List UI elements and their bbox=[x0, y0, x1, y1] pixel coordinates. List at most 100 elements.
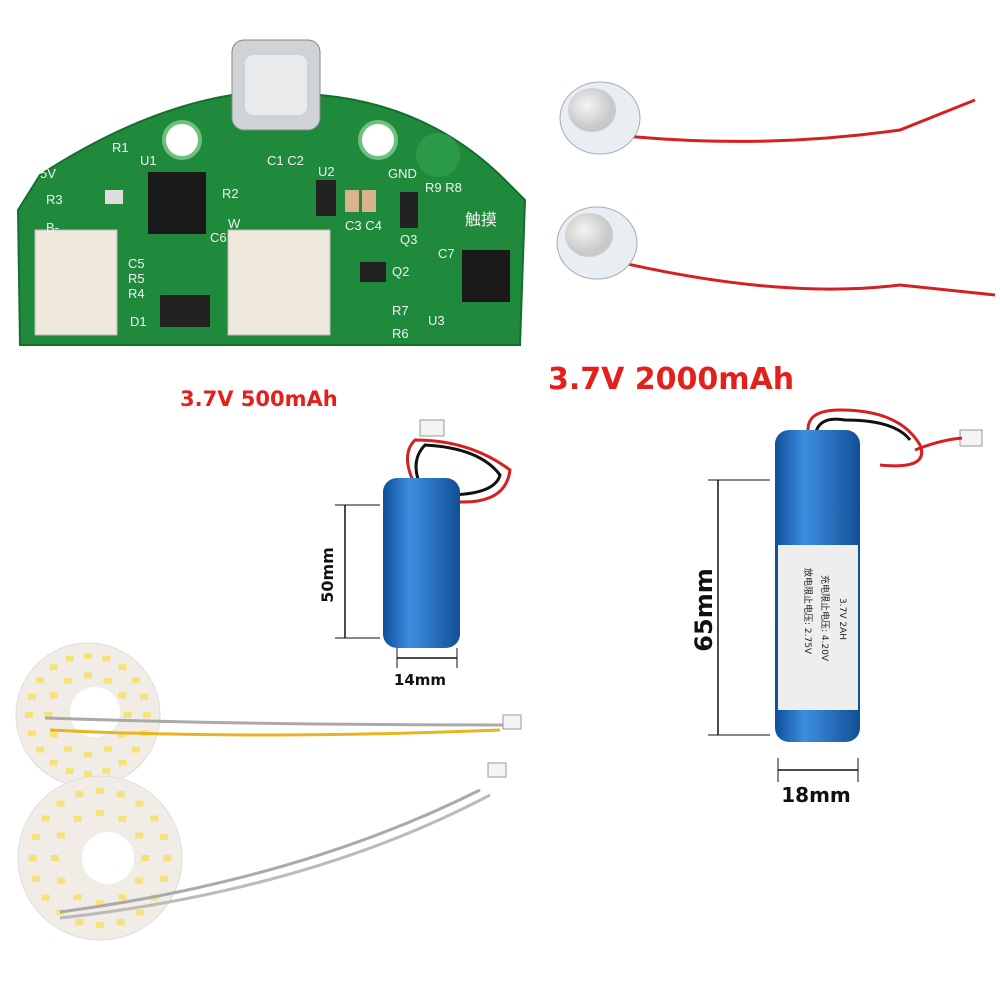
led-chip bbox=[56, 877, 65, 884]
led-chip bbox=[32, 875, 41, 882]
led-chip bbox=[65, 768, 74, 775]
ic-u1 bbox=[148, 172, 206, 234]
led-chip bbox=[44, 712, 53, 718]
caption-large-battery: 3.7V 2000mAh bbox=[548, 362, 794, 397]
silk-touch: 触摸 bbox=[465, 211, 497, 229]
connector-left bbox=[34, 229, 118, 336]
led-chip bbox=[135, 877, 144, 884]
led-boards bbox=[15, 642, 522, 941]
led-chip bbox=[49, 692, 58, 699]
silk-d1: D1 bbox=[130, 314, 147, 329]
silk-c5: C5 bbox=[128, 256, 145, 271]
led-chip bbox=[49, 759, 58, 766]
led-chip bbox=[163, 855, 172, 861]
silk-c3c4: C3 C4 bbox=[345, 218, 382, 233]
led-chip bbox=[135, 800, 144, 807]
silk-q2: Q2 bbox=[392, 264, 409, 279]
led-chip bbox=[135, 909, 144, 916]
led-chip bbox=[118, 731, 127, 738]
led-chip bbox=[116, 918, 125, 925]
silk-r1: R1 bbox=[112, 140, 129, 155]
silk-r7: R7 bbox=[392, 303, 409, 318]
led-chip bbox=[118, 759, 127, 766]
silk-c6: C6 bbox=[210, 230, 227, 245]
led-chip bbox=[102, 655, 111, 662]
dim-large-width: 18mm bbox=[781, 783, 851, 807]
ic-u3 bbox=[462, 250, 510, 302]
small-battery: 50mm 14mm bbox=[318, 419, 512, 689]
led-chip bbox=[75, 791, 84, 798]
led-chip bbox=[103, 746, 112, 753]
led-chip bbox=[96, 922, 104, 929]
led-chip bbox=[118, 664, 127, 671]
led-chip bbox=[103, 677, 112, 684]
led-chip bbox=[50, 855, 59, 861]
led-chip bbox=[36, 746, 45, 753]
led-chip bbox=[32, 834, 41, 841]
silk-u3: U3 bbox=[428, 313, 445, 328]
led-chip bbox=[27, 693, 36, 700]
led-chip bbox=[141, 855, 150, 861]
silk-r6: R6 bbox=[392, 326, 409, 341]
led-chip bbox=[131, 746, 140, 753]
led-chip bbox=[116, 791, 125, 798]
dim-small-height: 50mm bbox=[318, 547, 337, 603]
led-chip bbox=[84, 672, 92, 679]
led-chip bbox=[118, 815, 127, 822]
led-chip bbox=[27, 730, 36, 737]
silk-c1c2: C1 C2 bbox=[267, 153, 304, 168]
led-chip bbox=[65, 655, 74, 662]
led-chip bbox=[159, 875, 168, 882]
led-chip bbox=[159, 834, 168, 841]
silk-r4: R4 bbox=[128, 286, 145, 301]
led-chip bbox=[96, 787, 104, 794]
led-chip bbox=[135, 832, 144, 839]
touch-sensors bbox=[556, 81, 996, 297]
led-chip bbox=[56, 832, 65, 839]
led-chip bbox=[140, 693, 149, 700]
large-battery: 3.7V 2AH 充电限止电压: 4.20V 放电限止电压: 2.75V 65m… bbox=[690, 408, 983, 807]
led-chip bbox=[73, 894, 82, 901]
led-chip bbox=[49, 664, 58, 671]
led-chip bbox=[24, 712, 33, 718]
led-chip bbox=[41, 894, 50, 901]
led-chip bbox=[36, 677, 45, 684]
led-chip bbox=[102, 768, 111, 775]
silk-c7: C7 bbox=[438, 246, 455, 261]
led-chip bbox=[56, 800, 65, 807]
label-line-2: 充电限止电压: 4.20V bbox=[819, 575, 831, 662]
silk-u2: U2 bbox=[318, 164, 335, 179]
dim-large-height: 65mm bbox=[690, 568, 718, 651]
led-chip bbox=[75, 918, 84, 925]
silk-w: W bbox=[228, 216, 241, 231]
silk-r9r8: R9 R8 bbox=[425, 180, 462, 195]
led-chip bbox=[96, 900, 104, 907]
silk-q3: Q3 bbox=[400, 232, 417, 247]
silk-u1: U1 bbox=[140, 153, 157, 168]
silk-gnd: GND bbox=[388, 166, 417, 181]
led-chip bbox=[143, 712, 152, 718]
led-chip bbox=[150, 815, 159, 822]
pcb-board: 5V R1 U1 R3 B- R2 C1 C2 U2 GND R9 R8 触摸 … bbox=[16, 39, 527, 346]
led-chip bbox=[64, 677, 73, 684]
silk-r2: R2 bbox=[222, 186, 239, 201]
dim-small-width: 14mm bbox=[394, 671, 446, 689]
label-line-1: 3.7V 2AH bbox=[837, 598, 847, 640]
led-chip bbox=[96, 809, 104, 816]
label-line-3: 放电限止电压: 2.75V bbox=[802, 568, 814, 655]
silk-b: B- bbox=[46, 220, 59, 235]
led-chip bbox=[118, 894, 127, 901]
led-chip bbox=[41, 815, 50, 822]
silk-r3: R3 bbox=[46, 192, 63, 207]
led-chip bbox=[28, 855, 37, 861]
led-chip bbox=[84, 652, 92, 659]
caption-small-battery: 3.7V 500mAh bbox=[180, 387, 338, 411]
led-chip bbox=[84, 751, 92, 758]
led-chip bbox=[73, 815, 82, 822]
connector-center bbox=[227, 229, 331, 336]
led-chip bbox=[84, 771, 92, 778]
led-chip bbox=[123, 712, 132, 718]
led-chip bbox=[49, 731, 58, 738]
led-chip bbox=[131, 677, 140, 684]
